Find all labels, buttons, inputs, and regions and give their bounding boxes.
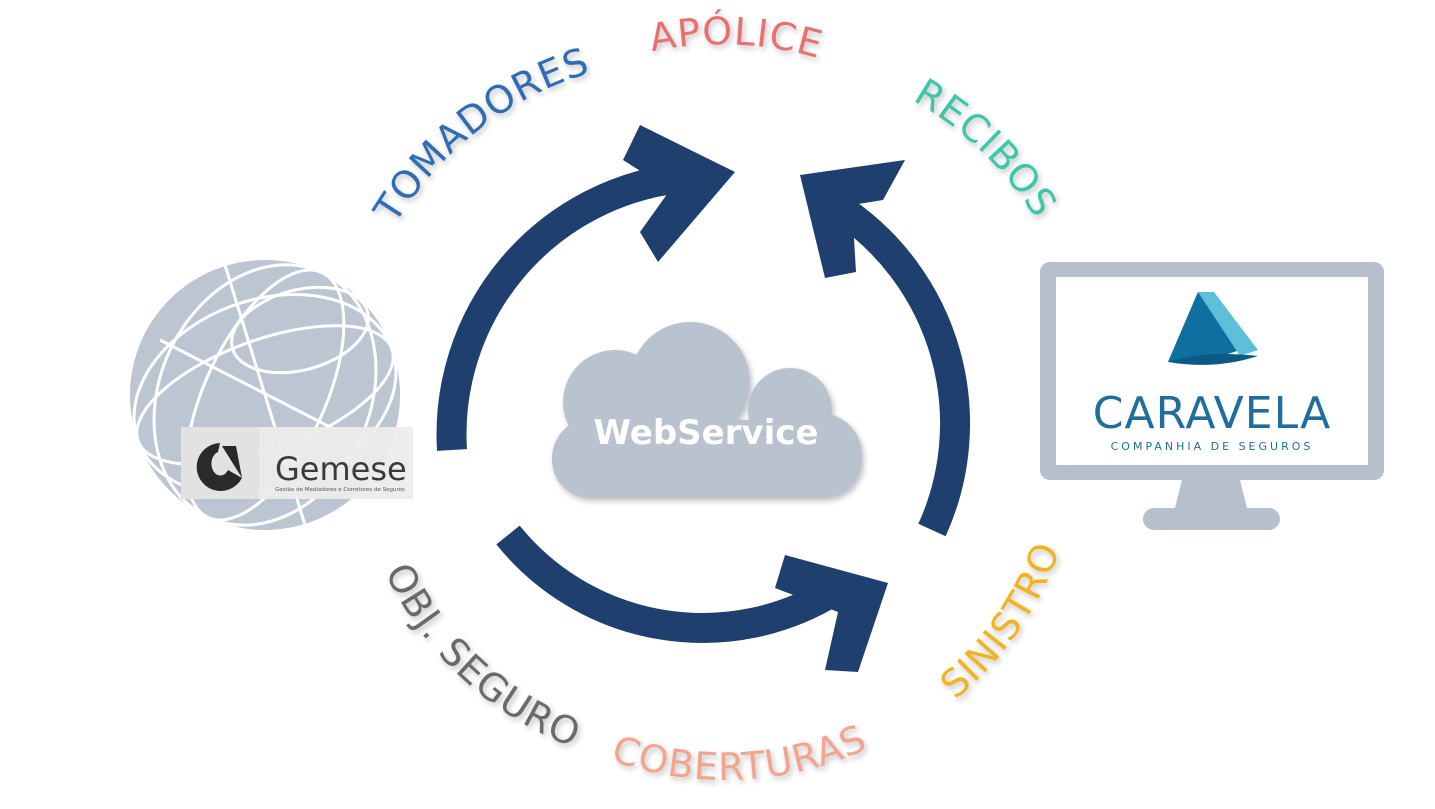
arrow-left-up-head bbox=[623, 125, 735, 262]
label-recibos: RECIBOS bbox=[907, 70, 1065, 225]
gemese-tagline: Gestão de Mediadores e Corretores de Seg… bbox=[275, 487, 405, 493]
webservice-cloud: WebService bbox=[552, 322, 862, 498]
caravela-sail-icon bbox=[1168, 292, 1258, 365]
cycle-arrows bbox=[436, 125, 971, 672]
arrow-right-up-head bbox=[800, 160, 905, 278]
caravela-name: CARAVELA bbox=[1093, 388, 1331, 439]
cloud-label: WebService bbox=[593, 413, 818, 453]
arrow-right-up bbox=[833, 197, 971, 537]
arrow-bottom bbox=[496, 525, 843, 643]
monitor-base bbox=[1143, 508, 1280, 530]
gemese-logo: Gemese Gestão de Mediadores e Corretores… bbox=[181, 427, 413, 499]
gemese-globe: Gemese Gestão de Mediadores e Corretores… bbox=[130, 260, 413, 530]
caravela-monitor: CARAVELA COMPANHIA DE SEGUROS bbox=[1040, 262, 1384, 530]
arrow-bottom-head bbox=[775, 555, 888, 672]
gemese-name: Gemese bbox=[275, 450, 407, 488]
label-apolices: APÓLICES bbox=[0, 0, 828, 67]
monitor-neck bbox=[1174, 480, 1248, 512]
label-tomadores: TOMADORES bbox=[365, 39, 595, 231]
caravela-tagline: COMPANHIA DE SEGUROS bbox=[1111, 440, 1314, 453]
arrow-left-up bbox=[436, 163, 682, 451]
gemese-mark-icon bbox=[196, 443, 242, 491]
label-coberturas: COBERTURAS bbox=[607, 716, 873, 789]
caravela-logo: CARAVELA COMPANHIA DE SEGUROS bbox=[1093, 292, 1331, 453]
